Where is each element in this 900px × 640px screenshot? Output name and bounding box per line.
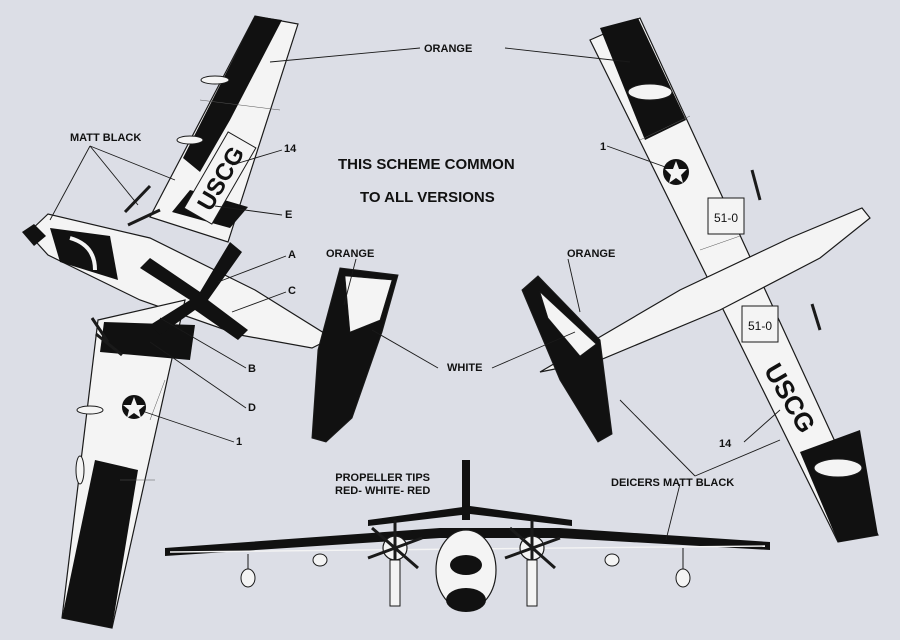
top-view-propeller-lower xyxy=(90,317,123,357)
top-view-roundel xyxy=(122,395,146,419)
label-orange-top: ORANGE xyxy=(424,43,473,55)
callout-c: C xyxy=(288,285,296,297)
callout-1-right: 1 xyxy=(600,141,607,153)
callout-a: A xyxy=(288,249,296,261)
top-view-nose xyxy=(22,224,46,246)
top-view-aircraft: USCG xyxy=(22,15,399,629)
bottom-view-wing-orange-lower xyxy=(800,430,878,542)
front-view-fin xyxy=(462,460,470,520)
label-orange-tail-left: ORANGE xyxy=(326,248,375,260)
bottom-view-roundel xyxy=(663,159,689,185)
scheme-heading-line2: TO ALL VERSIONS xyxy=(360,189,495,206)
scheme-heading-line1: THIS SCHEME COMMON xyxy=(338,156,515,173)
label-propeller-tips: PROPELLER TIPS RED- WHITE- RED xyxy=(335,472,430,498)
top-view-walkway xyxy=(140,242,248,340)
callout-lines xyxy=(49,47,781,541)
label-propeller-tips-line2: RED- WHITE- RED xyxy=(335,485,431,498)
bottom-view-wing-orange-upper xyxy=(600,18,686,140)
bottom-view-tailplane xyxy=(521,275,613,443)
bottom-view-fuselage xyxy=(539,207,871,373)
callout-14-left: 14 xyxy=(284,143,297,155)
callout-1-left: 1 xyxy=(236,436,243,448)
bottom-view-aircraft: 51-0 51-0 USCG xyxy=(521,17,879,543)
callout-e: E xyxy=(285,209,293,221)
label-orange-tail-right: ORANGE xyxy=(567,248,616,260)
callout-b: B xyxy=(248,363,256,375)
bottom-view-serial-upper: 51-0 xyxy=(714,211,738,225)
label-propeller-tips-line1: PROPELLER TIPS xyxy=(335,472,431,484)
label-white: WHITE xyxy=(447,362,483,374)
top-view-propeller-upper xyxy=(123,184,161,227)
callout-d: D xyxy=(248,402,256,414)
top-view-wing-lower-deicer xyxy=(100,322,195,360)
label-matt-black: MATT BLACK xyxy=(70,132,142,144)
top-view-wing-upper-orange xyxy=(183,16,282,172)
front-view-wing xyxy=(165,528,770,556)
top-view-wing-lower-orange xyxy=(62,460,138,628)
top-view-cockpit-black xyxy=(50,228,118,280)
front-view-propeller-left xyxy=(367,520,423,576)
front-view-aircraft xyxy=(165,460,770,612)
label-deicers: DEICERS MATT BLACK xyxy=(611,477,735,489)
bottom-view-serial-lower: 51-0 xyxy=(748,319,772,333)
callout-14-right: 14 xyxy=(719,438,732,450)
